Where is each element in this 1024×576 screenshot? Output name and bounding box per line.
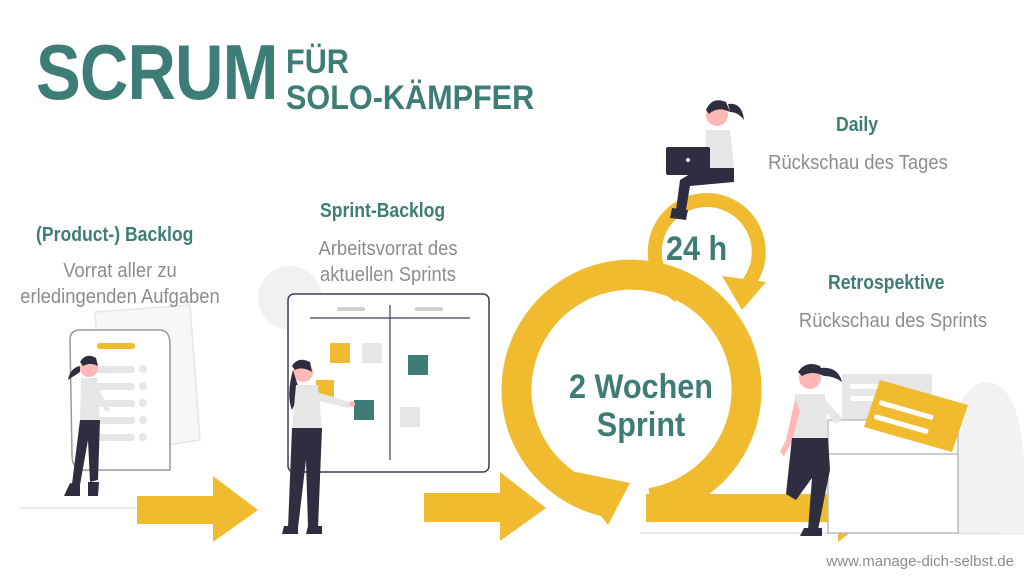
sprint-cycle-arrow: [501, 259, 762, 518]
sprint-cycle-arrowhead: [566, 470, 630, 525]
sprint-board-illustration: [287, 293, 490, 473]
daily-cycle-label: 24 h: [666, 230, 728, 268]
person-daily-illustration: [666, 100, 744, 220]
person-retrospektive-illustration: [780, 364, 842, 536]
sprint-backlog-desc-line1: Arbeitsvorrat des: [318, 238, 458, 260]
title-subtitle: FÜR SOLO-KÄMPFER: [286, 44, 534, 116]
daily-description: Rückschau des Tages: [768, 152, 948, 174]
title-subtitle-line2: SOLO-KÄMPFER: [286, 79, 535, 117]
daily-heading: Daily: [836, 114, 879, 136]
sprint-backlog-heading: Sprint-Backlog: [320, 200, 446, 222]
product-backlog-desc-line1: Vorrat aller zu: [63, 260, 177, 282]
file-folder-illustration: [827, 374, 968, 534]
flow-arrow: [424, 472, 546, 541]
sprint-backlog-description: Arbeitsvorrat des aktuellen Sprints: [305, 236, 471, 288]
flow-arrow: [646, 476, 880, 542]
footer-website: www.manage-dich-selbst.de: [826, 553, 1014, 570]
sprint-center-label: 2 Wochen Sprint: [557, 368, 724, 444]
title-subtitle-line1: FÜR: [286, 43, 349, 81]
person-sprint-backlog-illustration: [282, 359, 355, 534]
sprint-backlog-desc-line2: aktuellen Sprints: [319, 264, 457, 286]
product-backlog-desc-line2: erledingenden Aufgaben: [20, 286, 220, 308]
daily-cycle-arrow: [647, 193, 766, 302]
product-backlog-description: Vorrat aller zu erledingenden Aufgaben: [11, 258, 228, 310]
sprint-label-line2: Sprint: [596, 406, 686, 444]
flow-arrow: [137, 476, 258, 542]
retrospektive-heading: Retrospektive: [828, 272, 945, 294]
retrospektive-description: Rückschau des Sprints: [798, 310, 988, 332]
person-backlog-illustration: [64, 355, 110, 496]
product-backlog-heading: (Product-) Backlog: [36, 224, 194, 246]
title-main: SCRUM: [36, 28, 279, 116]
daily-cycle-arrowhead: [722, 276, 766, 310]
sprint-label-line1: 2 Wochen: [569, 368, 713, 406]
